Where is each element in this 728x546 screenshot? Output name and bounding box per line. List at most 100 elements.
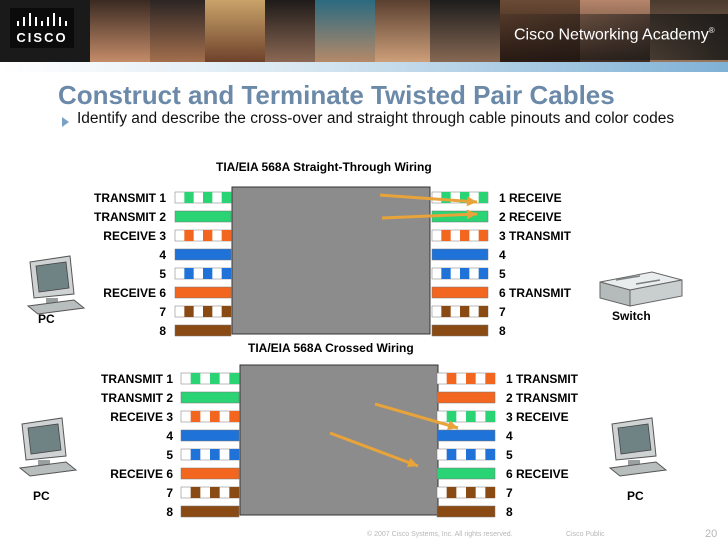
switch-arrow-mark bbox=[615, 275, 641, 281]
signal-arrow bbox=[329, 431, 419, 468]
right-wire-pin-2 bbox=[436, 391, 496, 404]
left-pin-label: 5 bbox=[159, 267, 166, 281]
right-wire-pin-6 bbox=[436, 467, 496, 480]
signal-arrow-head bbox=[466, 196, 477, 207]
left-wire-pin-7-stripe bbox=[184, 306, 194, 317]
right-wire-pin-5-stripe bbox=[446, 449, 457, 460]
right-wire-pin-3-stripe bbox=[460, 230, 470, 241]
left-wire-pin-7-stripe bbox=[221, 306, 231, 317]
right-pin-label: 8 bbox=[506, 505, 513, 519]
left-wire-pin-3-stripe bbox=[210, 411, 220, 422]
signal-arrow bbox=[381, 212, 478, 220]
pc-icon-screen bbox=[35, 261, 70, 293]
slide-title: Construct and Terminate Twisted Pair Cab… bbox=[58, 80, 615, 110]
left-wire-pin-3-stripe bbox=[190, 411, 201, 422]
left-wire-pin-8 bbox=[180, 505, 240, 518]
right-wire-pin-7-stripe bbox=[485, 487, 495, 498]
left-wire-pin-3-stripe bbox=[221, 230, 231, 241]
left-wire-pin-4 bbox=[174, 248, 232, 261]
left-wire-pin-2 bbox=[174, 210, 232, 223]
left-wire-pin-1-stripe bbox=[221, 192, 231, 203]
device-label-pc: PC bbox=[33, 489, 50, 503]
right-wire-pin-7-stripe bbox=[478, 306, 488, 317]
right-wire-pin-1-stripe bbox=[478, 192, 488, 203]
left-pin-label: RECEIVE 3 bbox=[103, 229, 166, 243]
left-wire-pin-5-stripe bbox=[221, 268, 231, 279]
left-pin-label: TRANSMIT 2 bbox=[101, 391, 173, 405]
pc-icon-screen bbox=[617, 423, 652, 455]
right-pin-label: 7 bbox=[499, 305, 506, 319]
left-pin-label: 4 bbox=[159, 248, 166, 262]
left-pin-label: 7 bbox=[166, 486, 173, 500]
banner-photo bbox=[150, 0, 205, 64]
banner-photo bbox=[205, 0, 265, 64]
pc-icon bbox=[608, 417, 668, 477]
left-wire-pin-1-stripe bbox=[229, 373, 239, 384]
left-wire-pin-3-stripe bbox=[203, 230, 213, 241]
right-wire-pin-1-stripe bbox=[485, 373, 495, 384]
diagram-title: TIA/EIA 568A Straight-Through Wiring bbox=[216, 160, 432, 174]
left-wire-pin-1-stripe bbox=[190, 373, 201, 384]
left-pin-label: TRANSMIT 1 bbox=[94, 191, 166, 205]
right-pin-label: 6 RECEIVE bbox=[506, 467, 569, 481]
diagram-title: TIA/EIA 568A Crossed Wiring bbox=[248, 341, 414, 355]
banner-photo bbox=[375, 0, 430, 64]
switch-arrow-mark bbox=[635, 279, 661, 285]
signal-arrow-head bbox=[466, 209, 477, 220]
right-pin-label: 3 RECEIVE bbox=[506, 410, 569, 424]
left-pin-label: TRANSMIT 1 bbox=[101, 372, 173, 386]
right-wire-pin-7-stripe bbox=[446, 487, 457, 498]
pc-icon-stand bbox=[628, 460, 640, 465]
right-wire-pin-4 bbox=[431, 248, 489, 261]
pc-icon bbox=[18, 417, 78, 477]
academy-panel bbox=[500, 14, 728, 60]
signal-arrow-head bbox=[406, 457, 418, 468]
banner-photo bbox=[315, 0, 375, 64]
bullet-text: Identify and describe the cross-over and… bbox=[77, 110, 675, 127]
left-wire-pin-3-stripe bbox=[184, 230, 194, 241]
devices: PC PC PC Switch bbox=[18, 255, 683, 503]
left-pin-label: 8 bbox=[166, 505, 173, 519]
signal-arrow-head bbox=[447, 420, 458, 431]
left-wire-pin-5-stripe bbox=[190, 449, 201, 460]
right-pin-label: 1 TRANSMIT bbox=[506, 372, 579, 386]
academy-title: Cisco Networking Academy® bbox=[514, 26, 715, 44]
device-label-switch: Switch bbox=[612, 309, 651, 323]
left-wire-pin-5-stripe bbox=[203, 268, 213, 279]
left-pin-label: 4 bbox=[166, 429, 173, 443]
device-label-pc: PC bbox=[38, 312, 55, 326]
right-pin-label: 5 bbox=[506, 448, 513, 462]
left-pin-label: 5 bbox=[166, 448, 173, 462]
right-pin-label: 6 TRANSMIT bbox=[499, 286, 572, 300]
left-wire-pin-5-stripe bbox=[229, 449, 239, 460]
right-wire-pin-5-stripe bbox=[441, 268, 451, 279]
right-pin-label: 5 bbox=[499, 267, 506, 281]
right-wire-pin-5-stripe bbox=[460, 268, 470, 279]
right-wire-pin-3-stripe bbox=[446, 411, 457, 422]
left-wire-pin-1-stripe bbox=[184, 192, 194, 203]
straight-through-diagram: TIA/EIA 568A Straight-Through WiringTRAN… bbox=[94, 160, 572, 338]
pc-icon-stand bbox=[46, 298, 58, 303]
left-wire-pin-8 bbox=[174, 324, 232, 337]
right-wire-pin-3-stripe bbox=[466, 411, 476, 422]
left-wire-pin-1-stripe bbox=[210, 373, 220, 384]
left-pin-label: RECEIVE 6 bbox=[110, 467, 173, 481]
right-wire-pin-3-stripe bbox=[441, 230, 451, 241]
switch-side bbox=[629, 279, 683, 307]
cisco-logo: CISCO bbox=[10, 8, 74, 48]
left-wire-pin-1-stripe bbox=[203, 192, 213, 203]
right-wire-pin-8 bbox=[436, 505, 496, 518]
banner-photo bbox=[430, 0, 500, 64]
left-pin-label: 8 bbox=[159, 324, 166, 338]
left-wire-pin-7-stripe bbox=[229, 487, 239, 498]
right-wire-pin-4 bbox=[436, 429, 496, 442]
pc-icon-keyboard bbox=[608, 461, 668, 477]
device-label-pc: PC bbox=[627, 489, 644, 503]
right-wire-pin-8 bbox=[431, 324, 489, 337]
switch-icon bbox=[599, 271, 683, 307]
pc-icon-keyboard bbox=[26, 299, 86, 315]
right-wire-pin-5-stripe bbox=[485, 449, 495, 460]
left-pin-label: RECEIVE 6 bbox=[103, 286, 166, 300]
